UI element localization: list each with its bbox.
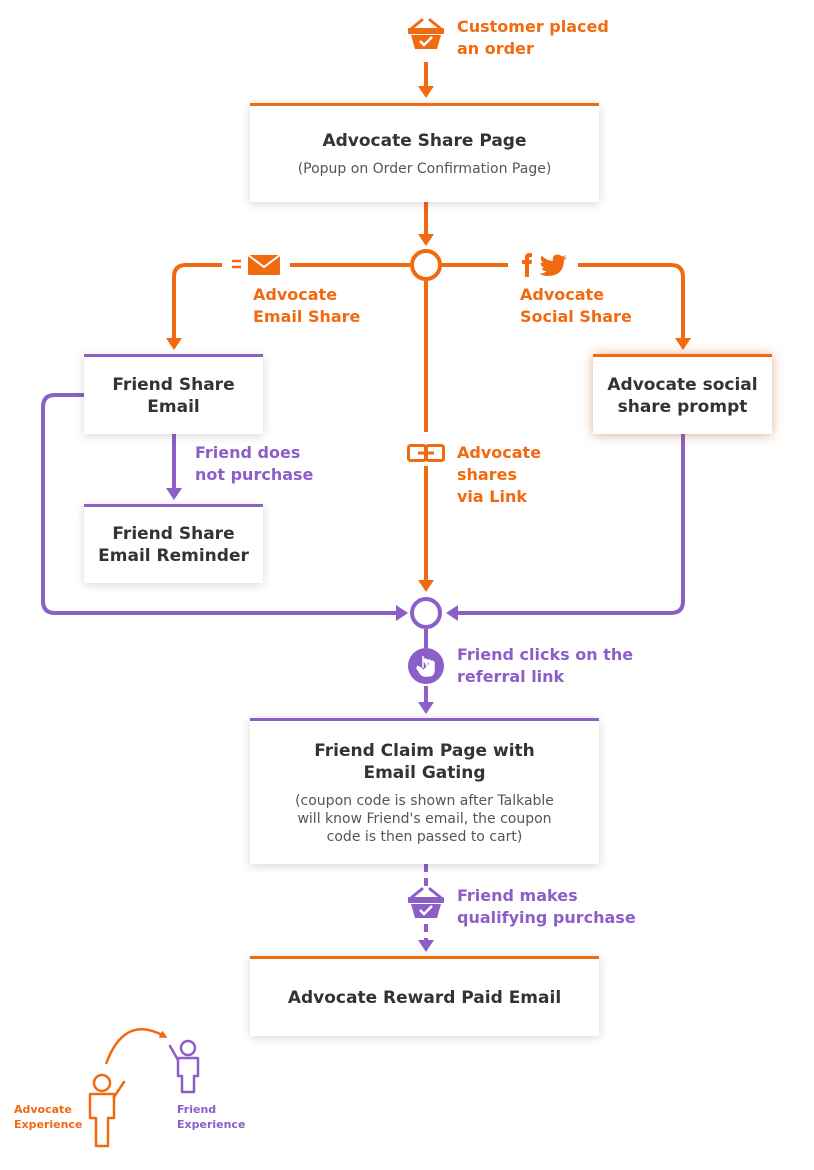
friend-purchase-line1: Friend makes: [457, 886, 578, 905]
arrow-head-friend-email: [166, 338, 182, 350]
node-title-line1: Friend Share: [112, 524, 235, 544]
no-purchase-label: Friend does not purchase: [195, 442, 313, 486]
legend-friend-line2: Experience: [177, 1118, 246, 1131]
arrow-head-reward: [418, 940, 434, 952]
basket-icon: [408, 18, 444, 49]
hub-orange: [410, 249, 442, 281]
link-icon: [407, 444, 445, 462]
advocate-reward-email-node: Advocate Reward Paid Email: [250, 956, 599, 1036]
connector-social-branch: [442, 263, 685, 340]
node-title-line1: Advocate social: [607, 374, 758, 395]
connector-email-branch: [172, 263, 410, 340]
advocate-figure-icon: [88, 1028, 168, 1148]
friend-share-email-node: Friend Share Email: [84, 354, 263, 434]
friend-claim-page-node: Friend Claim Page with Email Gating (cou…: [250, 718, 599, 864]
legend-advocate: Advocate Experience: [14, 1102, 82, 1132]
basket-icon: [408, 887, 444, 918]
pointer-hand-icon: [408, 648, 444, 684]
friend-clicks-line1: Friend clicks on the: [457, 645, 634, 664]
node-title: Advocate Share Page: [322, 131, 527, 151]
node-title-line2: Email Gating: [363, 762, 486, 783]
twitter-icon: [539, 254, 567, 276]
legend-advocate-line2: Experience: [14, 1118, 83, 1131]
start-label-line2: an order: [457, 39, 534, 58]
social-share-line1: Advocate: [520, 285, 605, 304]
arrow-head-right-loop: [446, 605, 458, 621]
node-title-line2: share prompt: [617, 396, 748, 417]
node-subtitle-line1: (coupon code is shown after Talkable: [295, 792, 554, 809]
advocate-share-page-node: Advocate Share Page (Popup on Order Conf…: [250, 103, 599, 202]
legend-friend: Friend Experience: [177, 1102, 245, 1132]
link-share-label: Advocate shares via Link: [457, 442, 541, 508]
legend-advocate-line1: Advocate: [14, 1103, 72, 1116]
friend-figure-icon: [168, 1039, 200, 1094]
arrow-head-hub: [418, 234, 434, 246]
node-title-line2: Email Reminder: [98, 546, 249, 566]
envelope-icon: [232, 254, 281, 275]
link-share-line2: shares: [457, 465, 517, 484]
arrow-order-to-share-page: [418, 62, 434, 98]
start-label-line1: Customer placed: [457, 17, 609, 36]
friend-purchase-label: Friend makes qualifying purchase: [457, 885, 636, 929]
arrow-head-reminder: [166, 488, 182, 500]
connector-social-loop: [456, 434, 685, 615]
start-label: Customer placed an order: [457, 16, 609, 60]
friend-clicks-label: Friend clicks on the referral link: [457, 644, 633, 688]
node-subtitle-line2: will know Friend's email, the coupon: [297, 810, 552, 827]
hub-purple: [410, 597, 442, 629]
email-share-label: Advocate Email Share: [253, 284, 360, 328]
link-share-line3: via Link: [457, 487, 527, 506]
arrow-head-left-loop: [396, 605, 408, 621]
node-subtitle: (Popup on Order Confirmation Page): [297, 161, 552, 177]
connector-friend-email-loop: [41, 393, 398, 615]
node-title: Advocate Reward Paid Email: [287, 987, 562, 1008]
social-share-label: Advocate Social Share: [520, 284, 632, 328]
facebook-icon: [522, 253, 532, 277]
node-title-line2: Email: [147, 396, 200, 417]
node-title-line1: Friend Claim Page with: [314, 740, 535, 761]
no-purchase-line1: Friend does: [195, 443, 301, 462]
social-share-line2: Social Share: [520, 307, 632, 326]
friend-purchase-line2: qualifying purchase: [457, 908, 636, 927]
friend-reminder-node: Friend Share Email Reminder: [84, 504, 263, 583]
email-share-line2: Email Share: [253, 307, 361, 326]
social-share-prompt-node: Advocate social share prompt: [593, 354, 772, 434]
link-share-line1: Advocate: [457, 443, 542, 462]
arrow-head-claim-page: [418, 702, 434, 714]
arrow-head-social-prompt: [675, 338, 691, 350]
arrow-head-link: [418, 580, 434, 592]
email-share-line1: Advocate: [253, 285, 338, 304]
node-subtitle-line3: code is then passed to cart): [326, 828, 523, 845]
node-title-line1: Friend Share: [112, 374, 235, 395]
friend-clicks-line2: referral link: [457, 667, 565, 686]
no-purchase-line2: not purchase: [195, 465, 314, 484]
legend-friend-line1: Friend: [177, 1103, 217, 1116]
